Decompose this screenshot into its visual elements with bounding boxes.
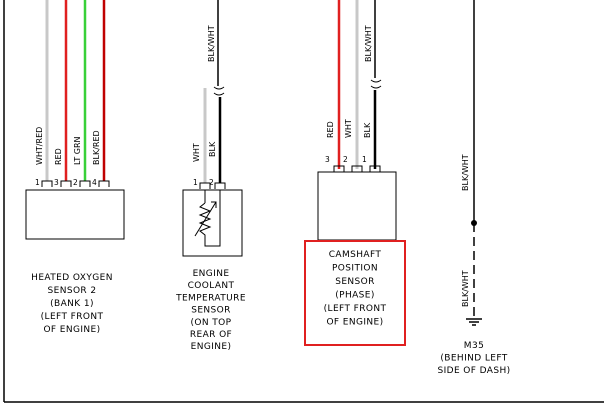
ect-pin-2: 2 [209, 178, 214, 187]
cmp-highlight-box [304, 240, 406, 346]
o2-pin-2: 3 [54, 178, 59, 187]
cmp-wire-label-2: WHT [344, 119, 353, 138]
ect-splice-arrows [213, 86, 225, 96]
o2-wire-label-4: BLK/RED [92, 130, 101, 165]
o2-pin-1: 1 [35, 178, 40, 187]
o2-sensor-body [25, 189, 125, 240]
heated-oxygen-sensor-group: WHT/RED RED LT GRN BLK/RED 1 3 2 4 HEATE… [25, 0, 125, 335]
cmp-wire-label-3: RED [326, 121, 335, 138]
o2-pin-4: 4 [92, 178, 97, 187]
cmp-upper-wire-label: BLK/WHT [364, 25, 373, 62]
cmp-pin-2: 2 [343, 155, 348, 164]
cmp-splice-arrows [370, 79, 382, 89]
o2-wire-label-2: RED [54, 148, 63, 165]
ect-connector-tabs [199, 182, 226, 189]
cmp-sensor-body [317, 171, 397, 241]
cmp-wire-label-1: BLK [363, 122, 372, 138]
thermistor-icon [194, 190, 221, 247]
cmp-pin-1: 1 [362, 155, 367, 164]
ect-wire-label-1: WHT [192, 143, 201, 162]
ground-symbol-icon [466, 318, 482, 326]
o2-pin-3: 2 [73, 178, 78, 187]
cmp-pin-3: 3 [325, 155, 330, 164]
o2-wire-label-3: LT GRN [73, 136, 82, 165]
ground-upper-wire-label: BLK/WHT [461, 154, 470, 191]
ect-upper-wire-label: BLK/WHT [207, 25, 216, 62]
o2-connector-tabs [41, 180, 110, 187]
ect-wire-label-2: BLK [208, 141, 217, 157]
ect-sensor-body [182, 189, 243, 257]
ect-pin-1: 1 [193, 178, 198, 187]
cmp-connector-tabs [333, 165, 381, 172]
ground-lower-wire-label: BLK/WHT [461, 270, 470, 307]
o2-wire-label-1: WHT/RED [35, 127, 44, 165]
